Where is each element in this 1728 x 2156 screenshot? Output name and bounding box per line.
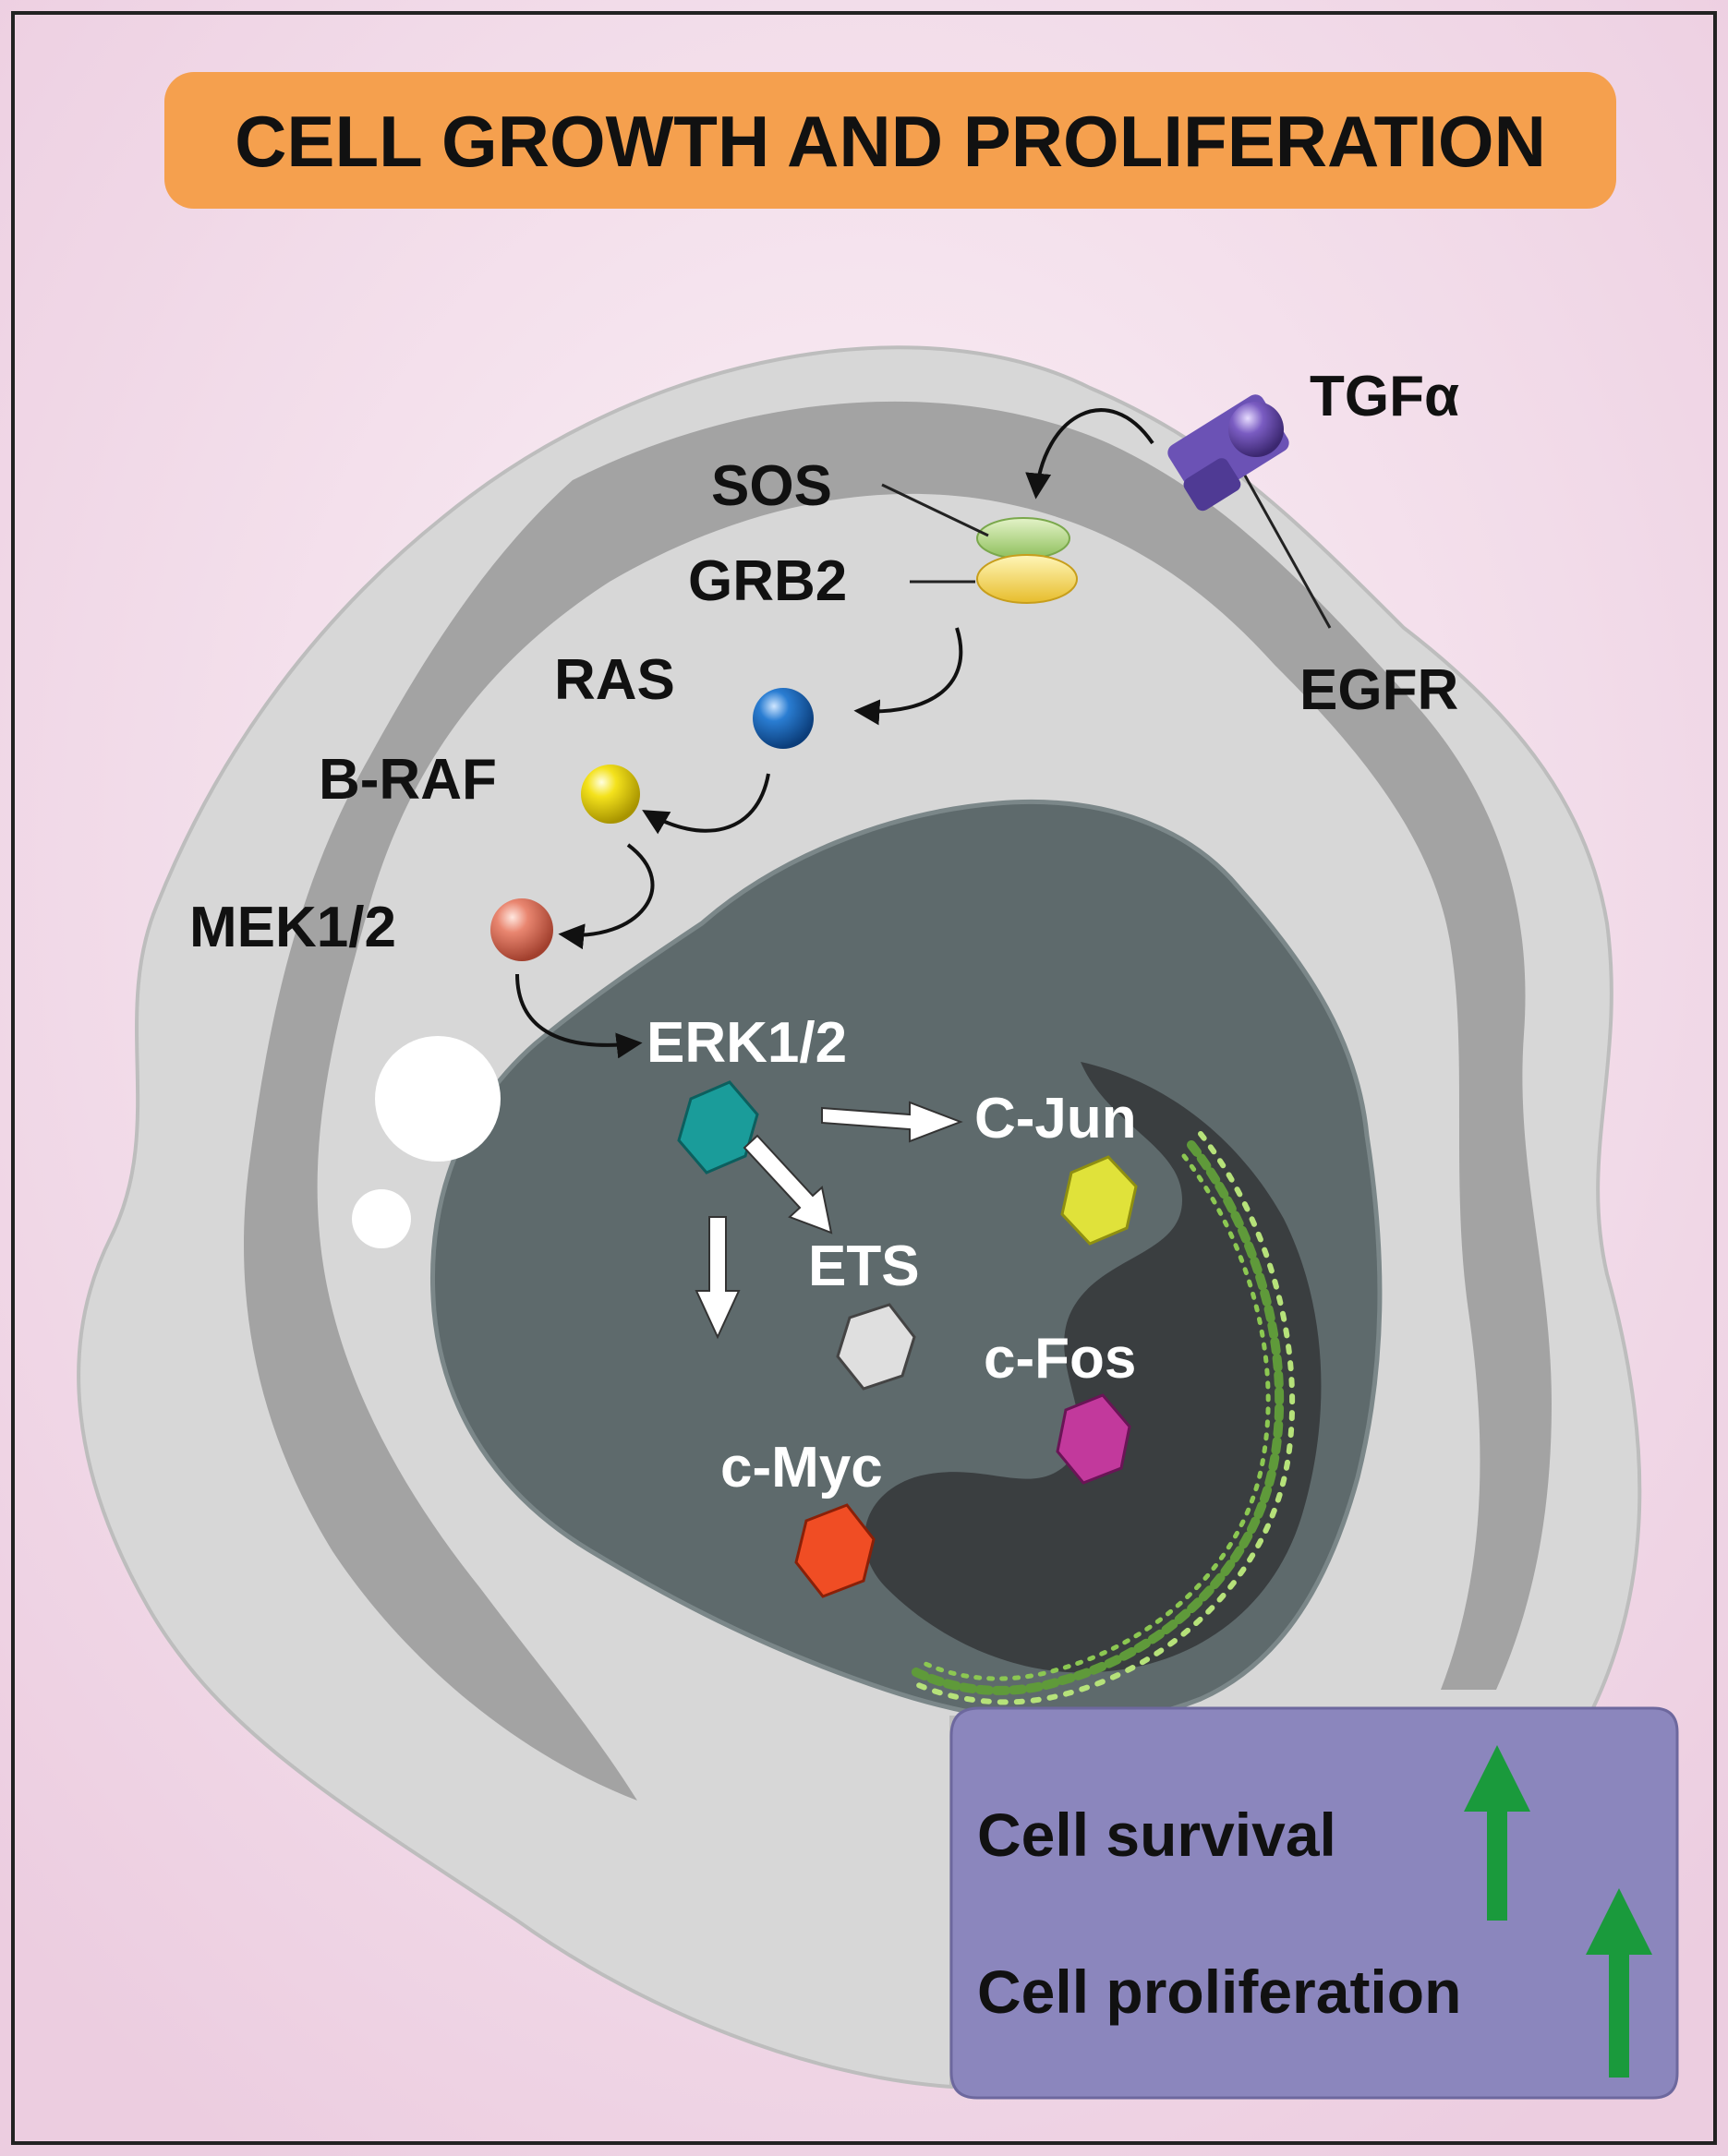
braf-protein xyxy=(581,765,640,824)
ets-hexagon xyxy=(836,1303,916,1391)
erk-hexagon xyxy=(677,1080,759,1174)
arrow-ras-to-braf xyxy=(642,773,770,835)
ras-protein xyxy=(753,688,814,749)
proliferation-up-arrow xyxy=(1586,1888,1652,2078)
mek-protein xyxy=(490,898,553,961)
arrow-braf-to-mek xyxy=(558,843,655,950)
label-ras: RAS xyxy=(554,648,675,712)
label-cell-proliferation: Cell proliferation xyxy=(977,1957,1461,2026)
label-cfos: c-Fos xyxy=(984,1327,1136,1391)
grb2-protein xyxy=(976,554,1078,604)
vesicle-large xyxy=(375,1036,501,1162)
sos-leader xyxy=(881,483,989,537)
tgfa-ligand xyxy=(1228,402,1284,457)
white-arrows xyxy=(695,1101,963,1340)
outcome-box xyxy=(949,1706,1679,2100)
arrow-erk-to-cmyc xyxy=(695,1216,741,1340)
cfos-hexagon xyxy=(1056,1393,1131,1485)
arrow-grb2-to-ras xyxy=(853,627,963,726)
label-cell-survival: Cell survival xyxy=(977,1801,1336,1869)
dna-helix xyxy=(910,1131,1296,1705)
label-ets: ETS xyxy=(808,1235,920,1298)
label-sos: SOS xyxy=(711,454,832,518)
label-erk: ERK1/2 xyxy=(646,1011,847,1075)
label-egfr: EGFR xyxy=(1299,658,1458,722)
outer-frame xyxy=(11,11,1717,2145)
cjun-hexagon xyxy=(1060,1155,1138,1246)
vesicle-small xyxy=(352,1189,411,1248)
cmyc-hexagon xyxy=(794,1503,876,1598)
arrow-egfr-to-sos xyxy=(1025,408,1154,500)
sos-protein xyxy=(976,517,1070,560)
title-box xyxy=(164,72,1616,209)
survival-up-arrow xyxy=(1464,1745,1530,1921)
label-cjun: C-Jun xyxy=(974,1087,1137,1150)
label-grb2: GRB2 xyxy=(688,549,847,613)
signal-arrows xyxy=(515,408,1154,1059)
label-tgfa: TGFα xyxy=(1310,365,1459,428)
arrow-erk-to-ets xyxy=(743,1134,833,1235)
label-cmyc: c-Myc xyxy=(720,1436,883,1500)
arrow-mek-to-erk xyxy=(515,973,643,1059)
title: CELL GROWTH AND PROLIFERATION xyxy=(235,101,1546,182)
arrow-erk-to-cjun xyxy=(821,1101,963,1143)
nucleoplasm-dark xyxy=(864,1062,1322,1673)
label-mek: MEK1/2 xyxy=(189,896,396,959)
label-braf: B-RAF xyxy=(319,748,497,812)
